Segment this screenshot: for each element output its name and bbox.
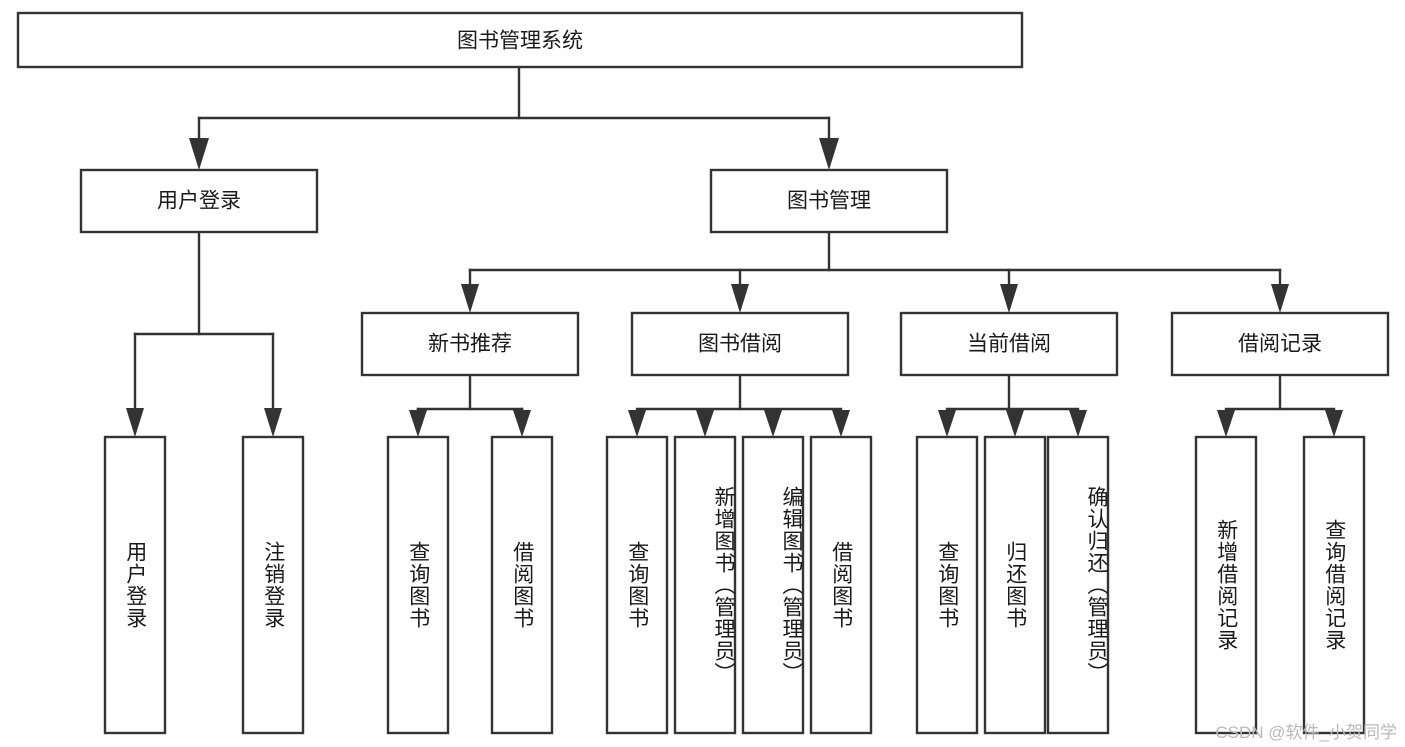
node-box-book-borrow[interactable] [630,311,850,377]
node-box-leaf-query-book-2[interactable] [605,435,669,735]
arrow-head-new-book-rec [461,284,479,313]
node-box-leaf-borrow-book-1[interactable] [490,435,554,735]
connector-group-current-borrow [938,373,1087,437]
node-box-leaf-query-record[interactable] [1302,435,1366,735]
node-box-root[interactable] [16,11,1024,69]
node-box-new-book-rec[interactable] [360,311,580,377]
arrow-head-leaf-query-book-2 [628,410,646,437]
arrow-head-leaf-return-book [1006,410,1024,437]
node-box-leaf-query-book-3[interactable] [915,435,979,735]
arrow-head-leaf-confirm-return [1069,410,1087,437]
node-label-user-login: 用户登录 [157,190,241,213]
node-label-new-book-rec: 新书推荐 [428,333,512,356]
arrow-head-user-login [189,138,209,170]
connector-group-borrow-record [1217,373,1343,437]
arrow-head-leaf-borrow-book-2 [832,410,850,437]
arrow-head-leaf-borrow-book-1 [513,410,531,437]
node-box-book-manage[interactable] [709,168,949,234]
node-box-leaf-user-logout[interactable] [241,435,305,735]
connector-group-user-login [126,230,282,437]
arrow-head-borrow-record [1271,284,1289,313]
node-box-leaf-borrow-book-2[interactable] [809,435,873,735]
arrow-head-leaf-query-book-3 [938,410,956,437]
node-label-book-borrow: 图书借阅 [698,333,782,356]
node-label-borrow-record: 借阅记录 [1238,333,1322,356]
connector-group-book-manage [461,230,1289,313]
node-box-leaf-return-book[interactable] [983,435,1047,735]
watermark-text: CSDN @软件_小贺同学 [1215,723,1397,742]
arrow-head-current-borrow [1000,284,1018,313]
arrow-head-leaf-user-logout [264,408,282,437]
node-box-leaf-edit-book[interactable] [741,435,805,735]
connector-group-new-book-rec [409,373,531,437]
arrow-head-leaf-add-book [696,410,714,437]
arrow-head-leaf-edit-book [764,410,782,437]
node-box-leaf-query-book-1[interactable] [386,435,450,735]
arrow-head-book-manage [819,138,839,170]
node-label-book-manage: 图书管理 [787,190,871,213]
node-box-leaf-confirm-return[interactable] [1046,435,1110,735]
arrow-head-leaf-query-record [1325,410,1343,437]
connector-group-root [189,65,839,170]
arrow-head-leaf-add-record [1217,410,1235,437]
node-box-leaf-add-record[interactable] [1194,435,1258,735]
node-box-current-borrow[interactable] [899,311,1119,377]
arrow-head-leaf-query-book-1 [409,410,427,437]
arrow-head-book-borrow [731,284,749,313]
node-box-leaf-add-book[interactable] [673,435,737,735]
arrow-head-leaf-user-login [126,408,144,437]
node-box-leaf-user-login[interactable] [103,435,167,735]
node-label-current-borrow: 当前借阅 [967,333,1051,356]
node-box-borrow-record[interactable] [1170,311,1390,377]
node-box-user-login[interactable] [79,168,319,234]
node-label-root: 图书管理系统 [457,30,583,53]
connector-group-book-borrow [628,373,850,437]
